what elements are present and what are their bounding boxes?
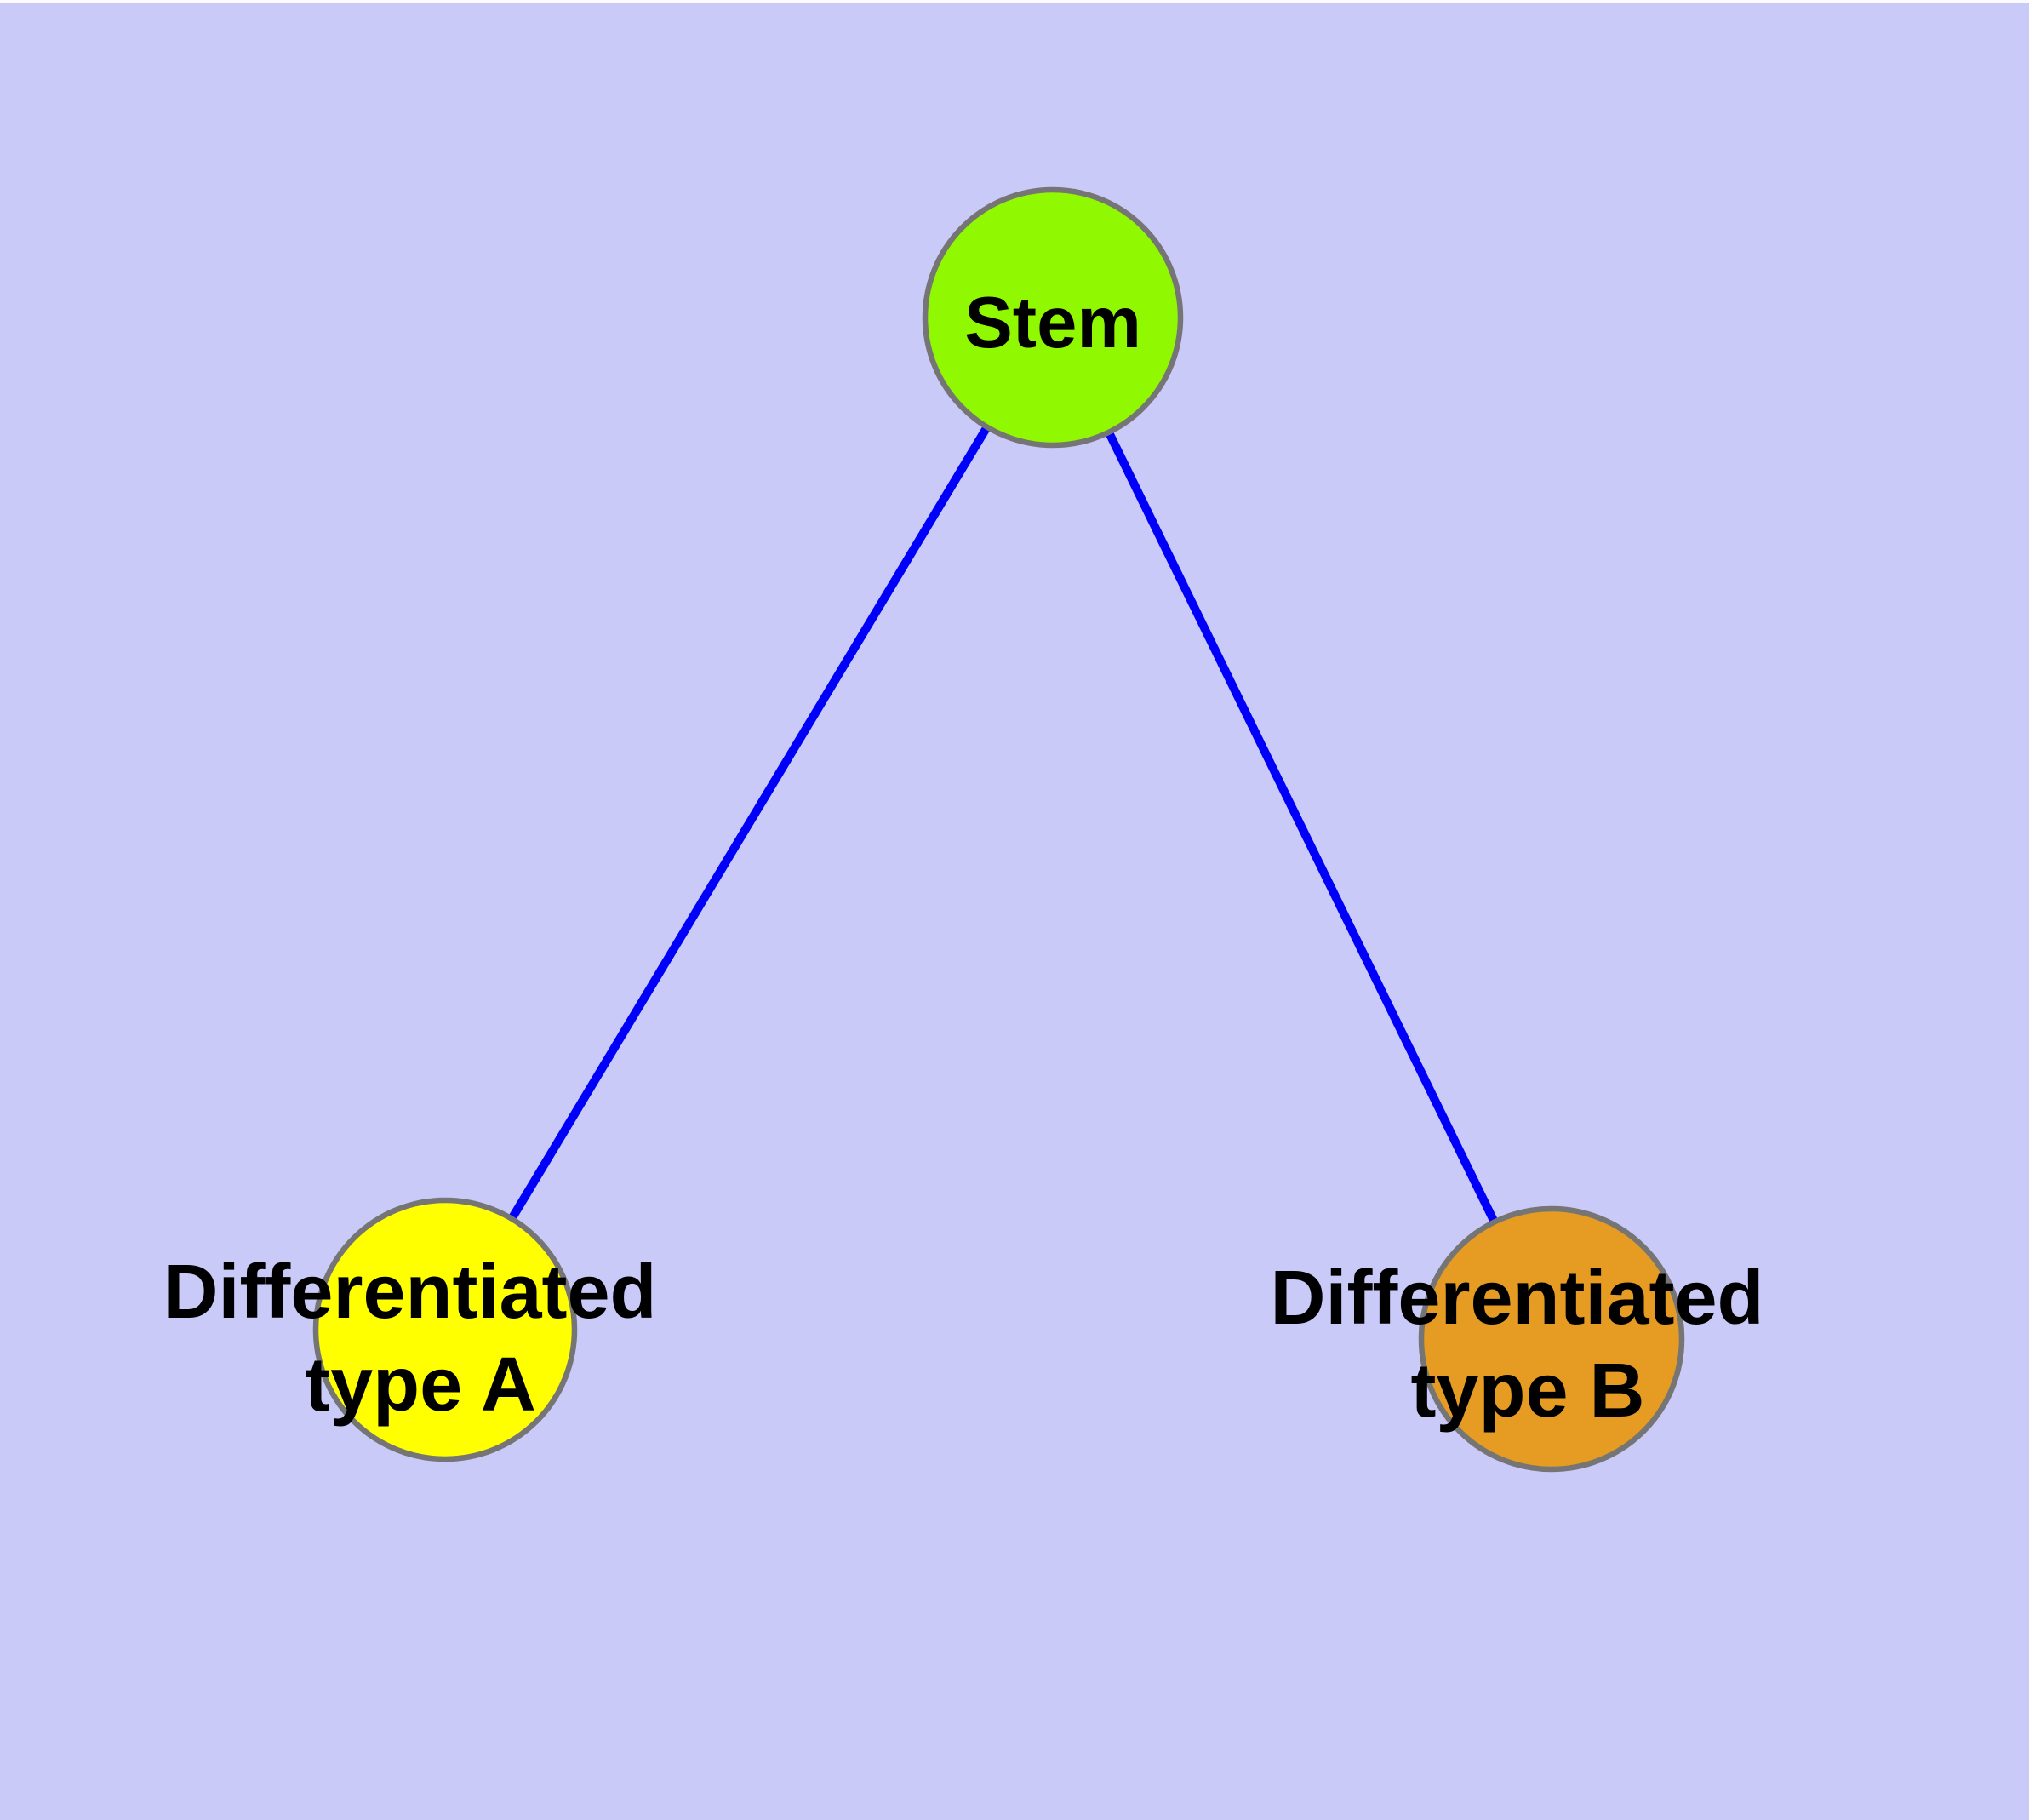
stem-node-circle	[922, 186, 1184, 449]
differentiated-type-b-node-circle	[1418, 1205, 1685, 1473]
edge-stem-to-differentiated-type-a	[441, 315, 1057, 1332]
label-line: type A	[305, 1342, 536, 1428]
edges	[441, 315, 1556, 1342]
differentiated-type-b-node-label: Differentiated type B	[1270, 1256, 1785, 1434]
label-line: type B	[1410, 1348, 1644, 1434]
edge-stem-to-differentiated-type-b	[1049, 315, 1556, 1342]
node-differentiated-type-b: Differentiated type B	[1270, 1205, 1785, 1473]
label-line: Differentiated	[163, 1250, 656, 1335]
differentiated-type-a-node-circle	[312, 1197, 578, 1462]
stem-node-label: Stem	[964, 283, 1141, 363]
node-stem: Stem	[922, 186, 1184, 449]
differentiated-type-a-node-label: Differentiated type A	[163, 1250, 677, 1428]
node-differentiated-type-a: Differentiated type A	[163, 1197, 677, 1462]
label-line: Differentiated	[1270, 1256, 1763, 1341]
top-edge-highlight	[0, 0, 2029, 3]
